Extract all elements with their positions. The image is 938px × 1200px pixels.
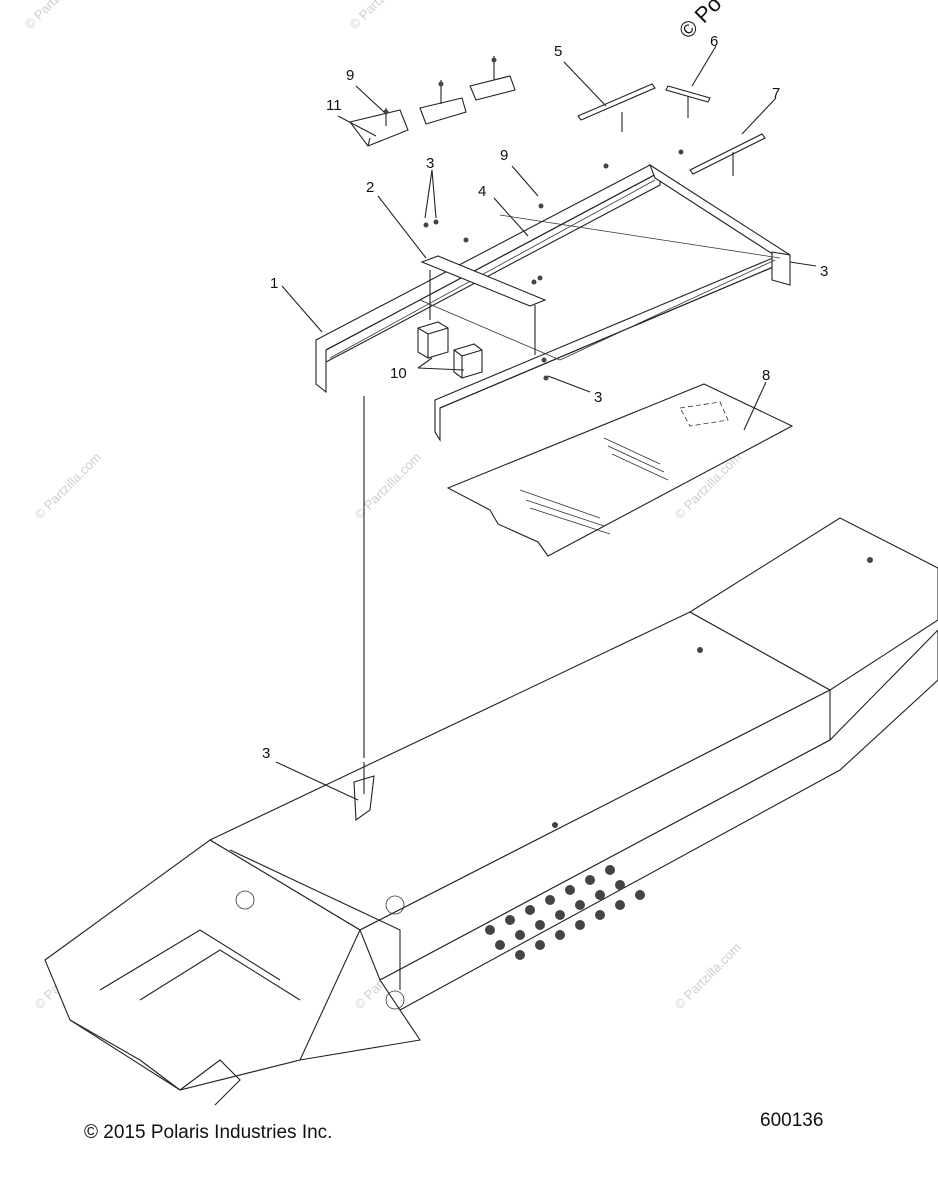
- callout-11: 11: [326, 97, 342, 114]
- callout-1: 1: [270, 275, 278, 292]
- callout-3: 3: [594, 389, 602, 406]
- tunnel-chassis: [44, 517, 938, 1106]
- callout-8: 8: [762, 367, 770, 384]
- tunnel-holes: [235, 557, 873, 1010]
- strip-parts: [577, 83, 766, 176]
- callout-9: 9: [346, 67, 354, 84]
- watermark-text: © Partzilla.com: [347, 0, 420, 32]
- callout-6: 6: [710, 33, 718, 50]
- storage-rack: [315, 149, 791, 442]
- callout-4: 4: [478, 183, 486, 200]
- watermark-text: © Partzilla.com: [32, 450, 105, 523]
- copyright-text: © 2015 Polaris Industries Inc.: [84, 1122, 333, 1143]
- corner-watermark: © Po: [674, 0, 726, 44]
- watermark-text: © Partzilla.com: [352, 450, 425, 523]
- callout-3: 3: [820, 263, 828, 280]
- watermark-text: © Partzilla.com: [672, 940, 745, 1013]
- callout-2: 2: [366, 179, 374, 196]
- diagram-number: 600136: [760, 1110, 824, 1131]
- callout-5: 5: [554, 43, 562, 60]
- callout-7: 7: [772, 85, 780, 102]
- leader-lines: [275, 45, 817, 801]
- callout-3: 3: [426, 155, 434, 172]
- part-11-bracket: [349, 56, 516, 147]
- callout-3: 3: [262, 745, 270, 762]
- callout-9: 9: [500, 147, 508, 164]
- watermark-text: © Partzilla.com: [22, 0, 95, 32]
- part-8-mat: [446, 383, 794, 557]
- callout-10: 10: [390, 365, 407, 382]
- rack-bolts: [423, 149, 684, 381]
- callouts: 1 2 3 3 3 3 4 5 6 7 8 9 9 10 11: [262, 33, 828, 762]
